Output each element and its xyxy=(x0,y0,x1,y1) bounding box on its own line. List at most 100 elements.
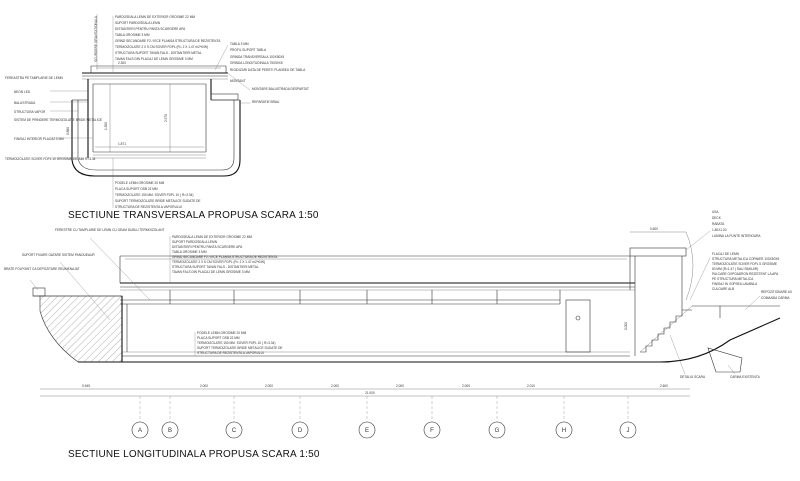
svg-text:TABLA GROSIME 3 MM: TABLA GROSIME 3 MM xyxy=(115,33,150,37)
svg-text:PLACA SUPORT OSB 22 MM: PLACA SUPORT OSB 22 MM xyxy=(197,336,240,340)
longitudinal-notes-top: PARDOSEALA LEMN DE EXTERIOR GROSIME 22 M… xyxy=(169,235,278,283)
transversal-notes-left: FEREASTRA PE TAMPLARIE DE LEMN NEON LED … xyxy=(5,76,102,161)
longitudinal-notes-far-right: REPOZITIONARE AX COMANDA CARMA xyxy=(744,290,793,311)
dim-total: 21.000 xyxy=(365,391,375,395)
svg-text:DECK: DECK xyxy=(712,216,722,220)
svg-text:GRIND SECUNDARE F2 / IECE PLAN: GRIND SECUNDARE F2 / IECE PLANSA STRUCTU… xyxy=(172,255,278,259)
svg-text:STRUCTURA SUPORT TAVAN FALS -: STRUCTURA SUPORT TAVAN FALS - DISTANTIER… xyxy=(115,51,202,55)
svg-text:PE STRUCTURA METALICA: PE STRUCTURA METALICA xyxy=(712,277,754,281)
svg-text:0.945: 0.945 xyxy=(82,384,90,388)
axis-marker-j xyxy=(619,421,637,439)
svg-text:PODELE LEMN GROSIME 20 MM: PODELE LEMN GROSIME 20 MM xyxy=(115,181,165,185)
axis-marker-f xyxy=(423,421,441,439)
svg-text:CULOARE ALB: CULOARE ALB xyxy=(712,287,734,291)
axis-marker-g xyxy=(488,421,506,439)
dim-left: 0.880 xyxy=(66,127,70,135)
svg-text:SUPORT FIXARE GATARE SISTEM PA: SUPORT FIXARE GATARE SISTEM PANOUEAUR xyxy=(22,253,95,257)
svg-text:2.600: 2.600 xyxy=(660,384,668,388)
svg-text:USA: USA xyxy=(712,210,719,214)
svg-text:REPARATIE BRAU: REPARATIE BRAU xyxy=(252,100,280,104)
axis-label-e: E xyxy=(365,428,369,434)
axis-markers: A B C D E F G H J xyxy=(131,421,637,439)
axis-label-c: C xyxy=(232,428,237,434)
svg-text:2.000: 2.000 xyxy=(396,384,404,388)
svg-text:SUPORT TERMOIZOLATIE BRIDE MET: SUPORT TERMOIZOLATIE BRIDE METALICE SUDA… xyxy=(197,346,283,350)
door xyxy=(565,299,591,353)
svg-text:2.000: 2.000 xyxy=(200,384,208,388)
svg-text:TAVAN FALS DIN PLACAJ DE LEMN: TAVAN FALS DIN PLACAJ DE LEMN GROSIME 3 … xyxy=(172,270,250,274)
svg-text:STRUCTURA DE REZISTENTA A VAPO: STRUCTURA DE REZISTENTA A VAPORULUI xyxy=(197,351,264,355)
axis-marker-a xyxy=(131,421,149,439)
dim-top-width: 2.300 xyxy=(118,61,126,65)
svg-text:GRINDA TRANSVERSALA 100X50X5: GRINDA TRANSVERSALA 100X50X5 xyxy=(230,55,284,59)
axis-label-b: B xyxy=(168,428,172,434)
axis-marker-c xyxy=(225,421,243,439)
svg-text:DISTANTIERI PENTRU PANTA SCURG: DISTANTIERI PENTRU PANTA SCURGERE APA xyxy=(115,27,186,31)
svg-text:STRUCTURA METALICA CORNIER 100: STRUCTURA METALICA CORNIER 100X50X5 xyxy=(712,257,779,261)
dimension-segments: 0.945 2.000 2.000 2.000 2.000 2.000 2.01… xyxy=(82,384,668,388)
svg-text:SUPORT TERMOIZOLATIE BRIDE MET: SUPORT TERMOIZOLATIE BRIDE METALICE SUDA… xyxy=(115,199,201,203)
longitudinal-notes-right-top: USA DECK RABATA 1.80X1.00 LUMINA LA PUNT… xyxy=(685,210,761,251)
svg-text:TERMOIZOLATIE SOVER FDPL 10 GR: TERMOIZOLATIE SOVER FDPL 10 GROSIME 150 … xyxy=(5,157,96,161)
svg-text:FINISAJ IN VOPSEA LAVABILA: FINISAJ IN VOPSEA LAVABILA xyxy=(712,282,758,286)
svg-text:TERMOIZOLATIE 150 MM. SOVER FD: TERMOIZOLATIE 150 MM. SOVER FDPL 10 ( R=… xyxy=(115,193,193,197)
svg-text:FLACAJ DE LEMN: FLACAJ DE LEMN xyxy=(712,252,740,256)
svg-text:RIGIDIZARI DATA DE PERETI PLAN: RIGIDIZARI DATA DE PERETI PLANSEU DE TAB… xyxy=(230,68,306,72)
svg-text:DETALIU SCARA: DETALIU SCARA xyxy=(680,375,706,379)
longitudinal-notes-mid: PODELE LEMN GROSIME 20 MM PLACA SUPORT O… xyxy=(194,331,283,356)
longitudinal-notes-bottom-right: DETALIU SCARA CARMA EXISTENTA xyxy=(669,334,761,379)
longitudinal-notes-left: FERESTRE CU TAMPLARIE DE LEMN CU GEAM DU… xyxy=(4,228,165,321)
transversal-notes-right: TABLA 3 MM PROFIL SUPORT TABLA GRINDA TR… xyxy=(214,42,309,104)
svg-text:PODELE LEMN GROSIME 20 MM: PODELE LEMN GROSIME 20 MM xyxy=(197,331,247,335)
transversal-notes-top: PARDOSEALA LEMN DE EXTERIOR GROSIME 22 M… xyxy=(112,15,221,72)
svg-text:TABLA GROSIME 3 MM: TABLA GROSIME 3 MM xyxy=(172,250,207,254)
window-mullions xyxy=(169,290,561,304)
svg-text:2.000: 2.000 xyxy=(462,384,470,388)
svg-text:TERMOIZOLATIE 2 X 5 CM SOVER F: TERMOIZOLATIE 2 X 5 CM SOVER FDPL (R= 2 … xyxy=(172,260,265,264)
svg-text:SISTEM DE PRINDERE TERMOIZOLAT: SISTEM DE PRINDERE TERMOIZOLATIE BRIDE M… xyxy=(14,118,102,122)
dim-top-right-b: 0.000 xyxy=(624,322,628,330)
dim-inner-height: 1.300 xyxy=(104,122,108,130)
svg-text:1.80X1.00: 1.80X1.00 xyxy=(712,228,727,232)
svg-text:PROFIL SUPORT TABLA: PROFIL SUPORT TABLA xyxy=(230,48,267,52)
transversal-notes-bottom: PODELE LEMN GROSIME 20 MM PLACA SUPORT O… xyxy=(112,158,201,209)
svg-text:TERMOIZOLATIE SOVER FDPL 5 GRO: TERMOIZOLATIE SOVER FDPL 5 GROSIME xyxy=(712,262,777,266)
axis-label-g: G xyxy=(495,428,500,434)
svg-text:STRUCTURA SUPORT TAVAN FALS -: STRUCTURA SUPORT TAVAN FALS - DISTANTIER… xyxy=(172,265,259,269)
axis-marker-b xyxy=(161,421,179,439)
svg-text:PARDOSEALA LEMN DE EXTERIOR GR: PARDOSEALA LEMN DE EXTERIOR GROSIME 22 M… xyxy=(115,15,195,19)
svg-text:50 MM (R=1.47 ) SAU SIMILAR): 50 MM (R=1.47 ) SAU SIMILAR) xyxy=(712,267,758,271)
axis-label-h: H xyxy=(562,428,566,434)
svg-text:TABLA 3 MM: TABLA 3 MM xyxy=(230,42,249,46)
dim-top-right-a: 0.600 xyxy=(650,227,658,231)
longitudinal-section: 0.945 2.000 2.000 2.000 2.000 2.000 2.01… xyxy=(4,210,793,439)
axis-marker-d xyxy=(291,421,309,439)
svg-text:TERMOIZOLATIE 2 X 5 CM SOVER F: TERMOIZOLATIE 2 X 5 CM SOVER FDPL (R= 2 … xyxy=(115,45,208,49)
svg-text:DISTANTIERI PENTRU PANTA SCURG: DISTANTIERI PENTRU PANTA SCURGERE APA xyxy=(172,245,243,249)
svg-text:GRIND SECUNDARE F2 / IECE PLAN: GRIND SECUNDARE F2 / IECE PLANSA STRUCTU… xyxy=(115,39,221,43)
dim-cabin-height: 2.570 xyxy=(164,114,168,122)
svg-text:MONTARE BALUSTRADA DESPARTAT: MONTARE BALUSTRADA DESPARTAT xyxy=(252,87,309,91)
longitudinal-title: SECTIUNE LONGITUDINALA PROPUSA SCARA 1:5… xyxy=(68,449,320,460)
axis-marker-e xyxy=(358,421,376,439)
svg-text:STRUCTURA DE REZISTENTA A VAPO: STRUCTURA DE REZISTENTA A VAPORULUI xyxy=(115,205,182,209)
svg-text:BRATE FOLPOINT CA DEPOZITARE R: BRATE FOLPOINT CA DEPOZITARE REUMENAJAT xyxy=(4,267,80,271)
svg-text:CARMA EXISTENTA: CARMA EXISTENTA xyxy=(730,375,761,379)
longitudinal-notes-right: FLACAJ DE LEMN STRUCTURA METALICA CORNIE… xyxy=(689,252,779,301)
transversal-section: SCURGERE GRAVITATIONALA 1.300 2.570 xyxy=(5,14,309,209)
svg-text:PALCARE OXPOADRON REZISTENT LA: PALCARE OXPOADRON REZISTENT LA APA xyxy=(712,272,779,276)
axis-marker-h xyxy=(555,421,573,439)
svg-text:FERESTRE CU TAMPLARIE DE LEMN: FERESTRE CU TAMPLARIE DE LEMN CU GEAM DU… xyxy=(55,228,165,232)
svg-text:LUMINA LA PUNTE INTERIOARA: LUMINA LA PUNTE INTERIOARA xyxy=(712,234,761,238)
svg-text:PLACA SUPORT OSB 22 MM: PLACA SUPORT OSB 22 MM xyxy=(115,187,158,191)
axis-label-j: J xyxy=(627,428,630,434)
svg-text:FINISAJ INTERIOR PLACAJ 3 MM: FINISAJ INTERIOR PLACAJ 3 MM xyxy=(14,137,64,141)
axis-label-f: F xyxy=(430,428,434,434)
svg-text:RABATA: RABATA xyxy=(712,222,725,226)
drainage-vertical-label: SCURGERE GRAVITATIONALA xyxy=(94,15,98,62)
svg-text:COMANDA CARMA: COMANDA CARMA xyxy=(761,296,790,300)
svg-text:BALUSTRADA: BALUSTRADA xyxy=(14,101,36,105)
svg-text:2.010: 2.010 xyxy=(527,384,535,388)
svg-text:2.000: 2.000 xyxy=(265,384,273,388)
